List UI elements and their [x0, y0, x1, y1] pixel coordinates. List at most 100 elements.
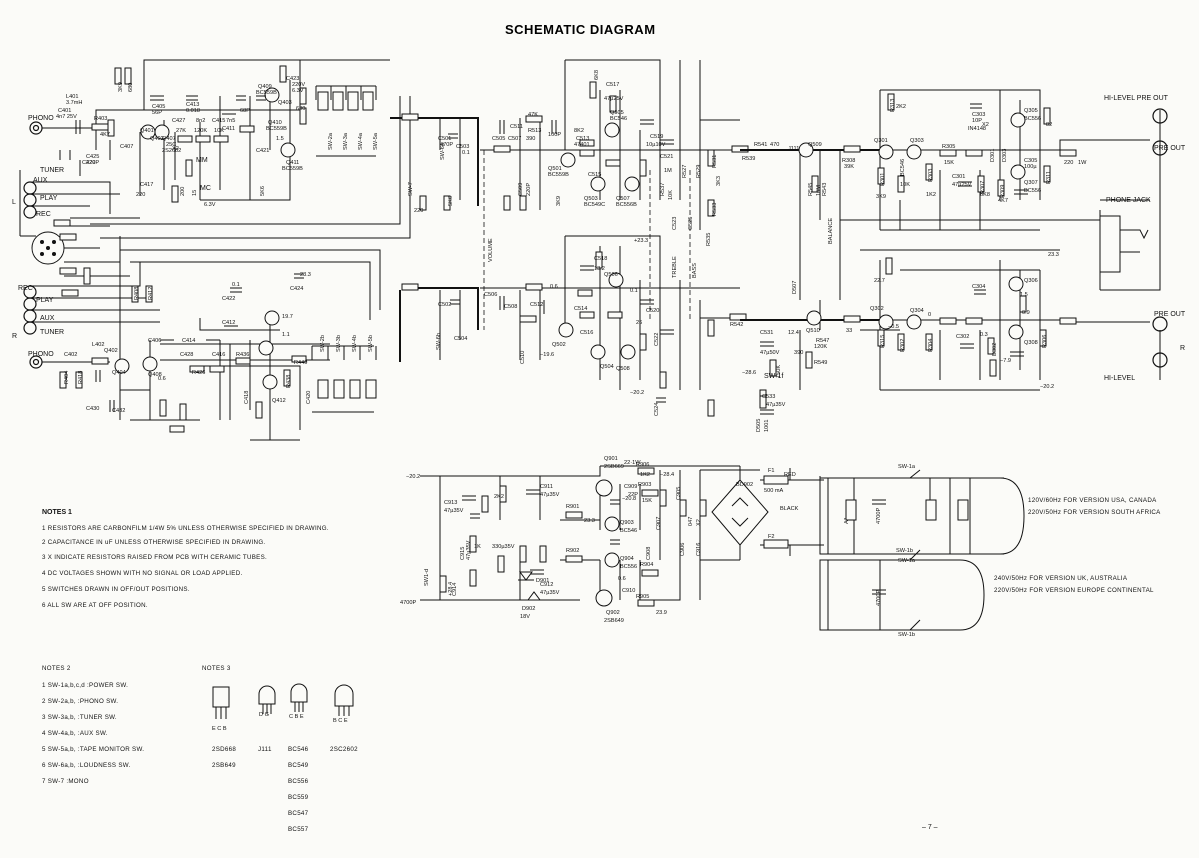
- part-label: R302: [900, 339, 906, 352]
- notes-2: NOTES 2 1 SW-1a,b,c,d :POWER SW. 2 SW-2a…: [42, 665, 144, 785]
- part-label: 26: [636, 320, 642, 326]
- part-label: 23.9: [656, 610, 667, 616]
- device-label: BC549: [288, 762, 309, 769]
- part-label: 390: [526, 136, 535, 142]
- part-label: 23.3: [300, 272, 311, 278]
- pinout-label: C B E: [289, 714, 304, 720]
- tuner-r-jack: [23, 321, 37, 335]
- part-label: Q412: [272, 398, 286, 404]
- part-label: A1: [844, 517, 850, 524]
- part-label: 4K7: [100, 132, 110, 138]
- q304-transistor: [906, 314, 922, 330]
- part-label: D902: [522, 606, 535, 612]
- part-label: C910: [622, 588, 635, 594]
- part-label: 8n2: [196, 118, 205, 124]
- tone-control-section: VOLUME TREBLE BASS SW-7 SW-6a SW-6b: [390, 59, 779, 417]
- part-label: BC546: [900, 159, 906, 176]
- part-label: C522: [654, 333, 660, 346]
- sw1a-label: SW-1a: [898, 464, 916, 470]
- part-label: R542: [730, 322, 743, 328]
- part-label: Q510: [806, 328, 820, 334]
- output-section: HI-LEVEL PRE OUT PRE OUT PHONE JACK PRE …: [740, 89, 1186, 432]
- part-label: BLACK: [780, 506, 799, 512]
- note-item: 4 SW-4a,b, :AUX SW.: [42, 730, 108, 737]
- device-label: BC559: [288, 794, 309, 801]
- part-label: C418: [244, 391, 250, 404]
- note-item: 2 CAPACITANCE IN uF UNLESS OTHERWISE SPE…: [42, 539, 265, 546]
- part-label: C412: [222, 320, 235, 326]
- part-label: Q303: [910, 138, 924, 144]
- part-label: C908: [646, 547, 652, 560]
- part-label: C518: [594, 256, 607, 262]
- transformer-2: [819, 559, 829, 631]
- pinout-label: D G: [259, 712, 269, 718]
- part-label: R306: [1042, 335, 1048, 348]
- part-label: C304: [972, 284, 985, 290]
- part-label: 470: [770, 142, 779, 148]
- part-label: 23.3: [1048, 252, 1059, 258]
- page-number: – 7 –: [922, 824, 938, 831]
- part-label: C504: [454, 336, 467, 342]
- pre-out-jack-2: [1152, 316, 1168, 332]
- rec-l-jack: [23, 205, 37, 219]
- part-label: 7n5: [226, 118, 235, 124]
- part-label: C525: [688, 217, 694, 230]
- power-supply-section: Q901 2SB669 Q902 2SB649 Q903 BC546 Q904 …: [400, 456, 850, 624]
- sw1d-label: SW1-d: [424, 569, 430, 586]
- package-to92l-icon: [334, 684, 354, 707]
- part-label: 68P: [240, 108, 250, 114]
- q307-transistor: [1010, 164, 1026, 180]
- sw5a-label: SW-5a: [373, 132, 379, 150]
- notes-1: NOTES 1 1 RESISTORS ARE CARBONFILM 1/4W …: [42, 509, 329, 609]
- part-label: 47µ35V: [466, 540, 472, 560]
- part-label: R404: [64, 371, 70, 384]
- q501-transistor: [560, 152, 576, 168]
- part-label: R904: [640, 562, 653, 568]
- part-label: +23.3: [634, 238, 648, 244]
- part-label: −19.6: [540, 352, 554, 358]
- part-label: 10M: [816, 185, 822, 196]
- fuse-f1: [763, 475, 789, 485]
- part-label: R537: [660, 183, 666, 196]
- diagram-title: SCHEMATIC DIAGRAM: [505, 22, 656, 37]
- part-label: 15: [192, 190, 198, 196]
- part-label: R541: [754, 142, 767, 148]
- part-label: C406: [148, 338, 161, 344]
- q409-transistor: [264, 87, 280, 103]
- part-label: 22·1W: [624, 460, 641, 466]
- part-label: C914: [452, 583, 458, 596]
- part-label: 120K: [814, 344, 827, 350]
- part-label: Q501: [548, 166, 562, 172]
- part-label: C511: [510, 124, 523, 130]
- part-label: 0.018: [186, 108, 200, 114]
- part-label: BC556: [1024, 116, 1041, 122]
- mains-cap-1: 4700P: [876, 508, 882, 524]
- part-label: 47µ35V: [540, 492, 560, 498]
- part-label: R531: [712, 155, 718, 168]
- part-label: R436: [236, 352, 249, 358]
- part-label: C422: [222, 296, 235, 302]
- part-label: 220P: [526, 183, 532, 196]
- voltage-label: 240V/50Hz FOR VERSION UK, AUSTRALIA: [994, 575, 1128, 582]
- phono-l-jack: [29, 121, 43, 135]
- notes1-heading: NOTES 1: [42, 509, 72, 516]
- part-label: R418: [78, 371, 84, 384]
- voltage-label: 220V/50Hz FOR VERSION EUROPE CONTINENTAL: [994, 587, 1154, 594]
- r-out-label: R: [1180, 345, 1185, 352]
- part-label: Q505: [610, 110, 624, 116]
- part-label: R304: [928, 339, 934, 352]
- part-label: 100P: [548, 132, 561, 138]
- part-label: 6.3V: [292, 88, 304, 94]
- part-label: BC559B: [256, 90, 277, 96]
- note-item: 1 SW-1a,b,c,d :POWER SW.: [42, 682, 128, 689]
- sw6b-label: SW-6b: [436, 333, 442, 350]
- part-label: 13.2: [594, 266, 605, 272]
- part-label: C417: [140, 182, 153, 188]
- part-label: C507: [508, 136, 521, 142]
- phone-jack-label: PHONE JACK: [1106, 197, 1151, 204]
- part-label: Q506: [604, 272, 618, 278]
- part-label: Q507: [616, 196, 630, 202]
- part-label: C510: [520, 351, 526, 364]
- note-item: 3 X INDICATE RESISTORS RAISED FROM PCB W…: [42, 554, 267, 561]
- part-label: R535: [706, 233, 712, 246]
